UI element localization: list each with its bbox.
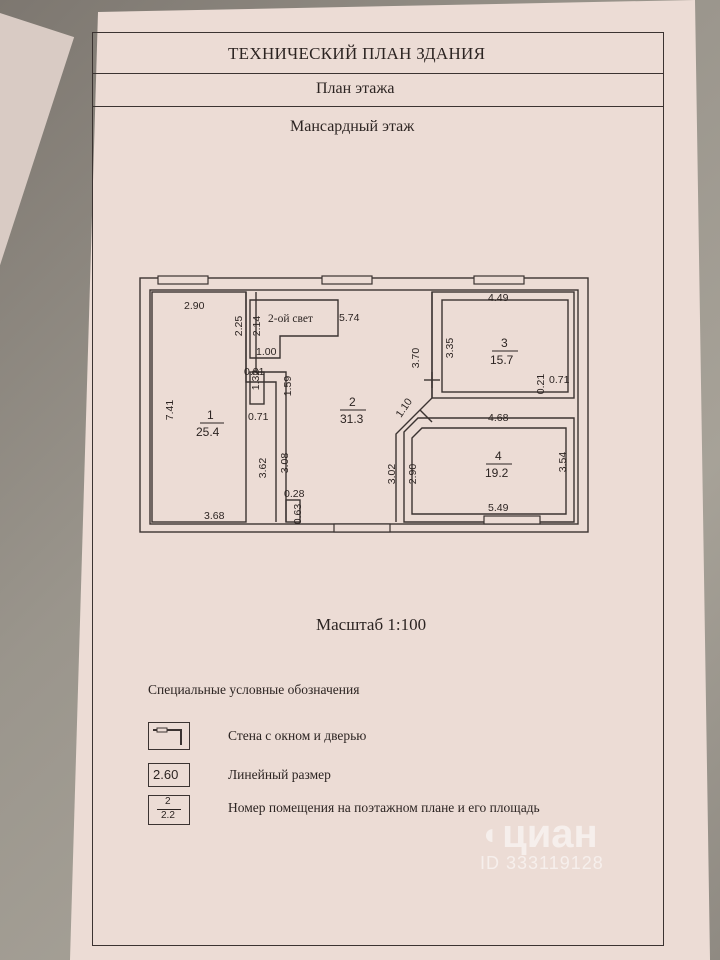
- title-row: [92, 32, 662, 73]
- legend-room-divider: [157, 809, 181, 810]
- dim-071a: 0.71: [248, 411, 269, 423]
- legend-room-area: 2.2: [161, 810, 175, 821]
- dim-362: 3.62: [257, 457, 270, 479]
- legend-wall-label: Стена с окном и дверью: [228, 728, 367, 743]
- dim-468: 4.68: [488, 412, 509, 424]
- dim-308: 3.08: [279, 452, 292, 474]
- room-4-inner: [411, 427, 567, 515]
- watermark-brand: циан: [502, 812, 598, 856]
- window: [321, 275, 373, 285]
- window: [473, 275, 525, 285]
- inner-wall-outline: [149, 289, 579, 525]
- legend-room-label: Номер помещения на поэтажном плане и его…: [228, 800, 540, 815]
- room-3-inner: [441, 299, 569, 393]
- room-2-area: 31.3: [340, 412, 364, 426]
- dim-214: 2.14: [251, 315, 264, 337]
- room-1-outline: [151, 291, 247, 523]
- dim-354: 3.54: [557, 451, 570, 473]
- dim-225: 2.25: [233, 315, 246, 337]
- dim-449: 4.49: [488, 292, 509, 304]
- legend-title: Специальные условные обозначения: [148, 682, 360, 697]
- pier: [249, 371, 265, 405]
- legend-room-number: 2: [165, 796, 171, 807]
- room-1-area: 25.4: [196, 425, 220, 439]
- dim-370: 3.70: [410, 347, 423, 369]
- wall-1-2-inner: [255, 292, 287, 522]
- title-divider: [92, 73, 664, 74]
- dim-071b: 0.71: [549, 374, 570, 386]
- wall-2-3: [395, 292, 433, 522]
- dim-290: 2.90: [184, 300, 205, 312]
- dim-081: 0.81: [244, 366, 265, 378]
- dim-021: 0.21: [535, 373, 548, 395]
- second-light-label: 2-ой свет: [268, 313, 313, 325]
- window: [333, 523, 391, 533]
- dim-100: 1.00: [256, 346, 277, 358]
- dim-302: 3.02: [386, 463, 399, 485]
- document-sheet: [70, 0, 710, 960]
- dim-335: 3.35: [444, 337, 457, 359]
- floor-name: Мансардный этаж: [290, 118, 415, 135]
- legend-dimension-sample: 2.60: [148, 763, 190, 787]
- legend-wall-sample: [148, 722, 190, 750]
- page-title: ТЕХНИЧЕСКИЙ ПЛАН ЗДАНИЯ: [228, 44, 486, 63]
- door-mark-4: [419, 409, 433, 423]
- window: [483, 515, 541, 525]
- pier-small: [285, 499, 301, 523]
- dim-574: 5.74: [339, 312, 360, 324]
- dim-290b: 2.90: [407, 463, 420, 485]
- watermark: ◖ циан ID 333119128: [480, 812, 604, 874]
- dim-741: 7.41: [164, 399, 177, 421]
- legend-dimension-value: 2.60: [153, 767, 179, 782]
- legend-room-sample: 2 2.2: [148, 795, 190, 825]
- watermark-id: ID 333119128: [480, 853, 604, 873]
- room-2-number: 2: [349, 395, 356, 409]
- wall-window-door-icon: [153, 727, 182, 745]
- outer-wall: [139, 277, 589, 533]
- window: [157, 275, 209, 285]
- watermark-logo-icon: ◖: [480, 817, 499, 851]
- dim-028: 0.28: [284, 488, 305, 500]
- room-3-number: 3: [501, 336, 508, 350]
- legend-dimension-label: Линейный размер: [228, 767, 331, 782]
- room-4-area: 19.2: [485, 466, 509, 480]
- plan-subtitle: План этажа: [316, 80, 395, 97]
- dim-368: 3.68: [204, 510, 225, 522]
- room-4-number: 4: [495, 449, 502, 463]
- scale-label: Масштаб 1:100: [316, 615, 427, 634]
- room-3-area: 15.7: [490, 353, 514, 367]
- dim-159: 1.59: [282, 375, 295, 397]
- room-4-outline: [403, 417, 575, 523]
- wall-1-2: [245, 292, 277, 522]
- dim-549: 5.49: [488, 502, 509, 514]
- dim-132: 1.32: [250, 369, 263, 391]
- second-light-niche: [249, 299, 339, 359]
- subtitle-divider: [92, 106, 664, 107]
- dim-063: 0.63: [292, 503, 305, 525]
- room-1-number: 1: [207, 408, 214, 422]
